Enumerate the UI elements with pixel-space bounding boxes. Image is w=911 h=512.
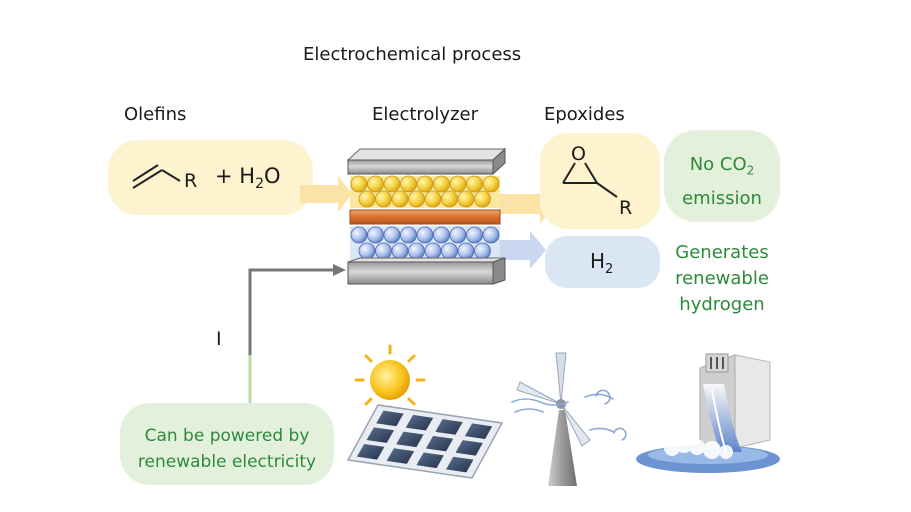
electrolyzer	[346, 147, 507, 285]
solar-cell	[416, 452, 444, 469]
catalyst-bead	[391, 242, 409, 260]
catalyst-bead	[400, 226, 417, 244]
solar-cell	[386, 448, 415, 464]
solar-cell	[405, 414, 434, 431]
no-co2-line1: No CO2	[666, 151, 778, 185]
catalyst-bead	[482, 226, 500, 244]
solar-cell	[366, 427, 395, 443]
catalyst-bead	[408, 190, 425, 208]
water-formula: + H2O	[215, 164, 281, 192]
catalyst-bead	[391, 190, 409, 208]
co2-subscript: 2	[746, 163, 755, 178]
epoxide-r-group: R	[619, 197, 633, 219]
catalyst-bead	[358, 190, 376, 208]
hydrogen-bubble	[545, 236, 660, 288]
solar-cell	[356, 444, 385, 460]
catalyst-bead	[416, 175, 434, 193]
hydro-dam-icon	[636, 353, 780, 473]
catalyst-bead	[457, 190, 475, 208]
hydrogen-benefit-line1: Generates	[675, 242, 769, 263]
hydrogen-symbol: H	[590, 249, 606, 273]
hydrogen-benefit-line3: hydrogen	[679, 294, 765, 315]
solar-cell	[446, 456, 474, 473]
catalyst-bead	[375, 190, 392, 208]
olefin-structure	[132, 164, 181, 189]
catalyst-bead	[441, 242, 458, 260]
power-bubble	[120, 403, 334, 485]
electrolyzer-label: Electrolyzer	[372, 104, 478, 125]
catalyst-bead	[367, 175, 384, 193]
catalyst-bead	[466, 175, 483, 193]
catalyst-bead	[408, 242, 425, 260]
epoxide-oxygen: O	[571, 143, 586, 165]
catalyst-bead	[424, 242, 442, 260]
solar-cell	[376, 410, 404, 427]
epoxides-label: Epoxides	[544, 104, 625, 125]
water-o: O	[263, 164, 281, 188]
catalyst-bead	[400, 175, 417, 193]
anode-catalyst	[350, 175, 500, 208]
reactant-arrow	[300, 176, 352, 212]
water-subscript: 2	[255, 176, 264, 193]
catalyst-bead	[449, 175, 467, 193]
hydrogen-benefit-line2: renewable	[675, 268, 769, 289]
power-text: Can be powered by renewable electricity	[122, 423, 332, 475]
solar-cell	[435, 419, 463, 435]
no-co2-text: No CO2 emission	[666, 151, 778, 213]
catalyst-bead	[383, 175, 401, 193]
no-co2-prefix: No CO	[689, 154, 747, 175]
wind-turbine-icon	[511, 352, 627, 486]
catalyst-bead	[424, 190, 442, 208]
catalyst-bead	[367, 226, 384, 244]
current-label: I	[216, 328, 222, 350]
solar-cell	[425, 435, 454, 452]
current-arrowhead	[333, 264, 346, 276]
catalyst-bead	[383, 226, 401, 244]
hydrogen-arrow	[500, 231, 546, 269]
catalyst-bead	[441, 190, 458, 208]
olefin-r-group: R	[184, 170, 198, 192]
solar-cell	[464, 423, 493, 439]
catalyst-bead	[433, 175, 450, 193]
power-line1: Can be powered by	[144, 426, 310, 446]
no-co2-bubble	[664, 130, 780, 222]
catalyst-bead	[474, 242, 491, 260]
catalyst-bead	[433, 226, 450, 244]
catalyst-bead	[375, 242, 392, 260]
catalyst-bead	[416, 226, 434, 244]
renewable-hydrogen-text: Generates renewable hydrogen	[664, 240, 780, 318]
catalyst-bead	[466, 226, 483, 244]
membrane	[349, 209, 501, 225]
hydrogen-subscript: 2	[605, 262, 614, 277]
solar-cell	[396, 431, 424, 448]
solar-panel-icon	[346, 404, 504, 479]
hydrogen-formula: H2	[590, 249, 613, 277]
catalyst-bead	[350, 175, 368, 193]
catalyst-bead	[457, 242, 475, 260]
epoxide-bubble	[540, 133, 660, 229]
power-line2: renewable electricity	[137, 452, 317, 472]
reactant-bubble	[108, 140, 313, 215]
sun-icon	[354, 344, 426, 416]
catalyst-bead	[358, 242, 376, 260]
current-wire	[248, 268, 335, 405]
olefins-label: Olefins	[124, 104, 187, 125]
catalyst-bead	[449, 226, 467, 244]
epoxide-ring	[562, 162, 618, 198]
catalyst-bead	[474, 190, 491, 208]
diagram-title: Electrochemical process	[303, 44, 522, 65]
catalyst-bead	[350, 226, 368, 244]
catalyst-bead	[482, 175, 500, 193]
no-co2-line2: emission	[682, 187, 762, 209]
water-plus-h: + H	[215, 164, 256, 188]
solar-cell	[455, 440, 483, 456]
